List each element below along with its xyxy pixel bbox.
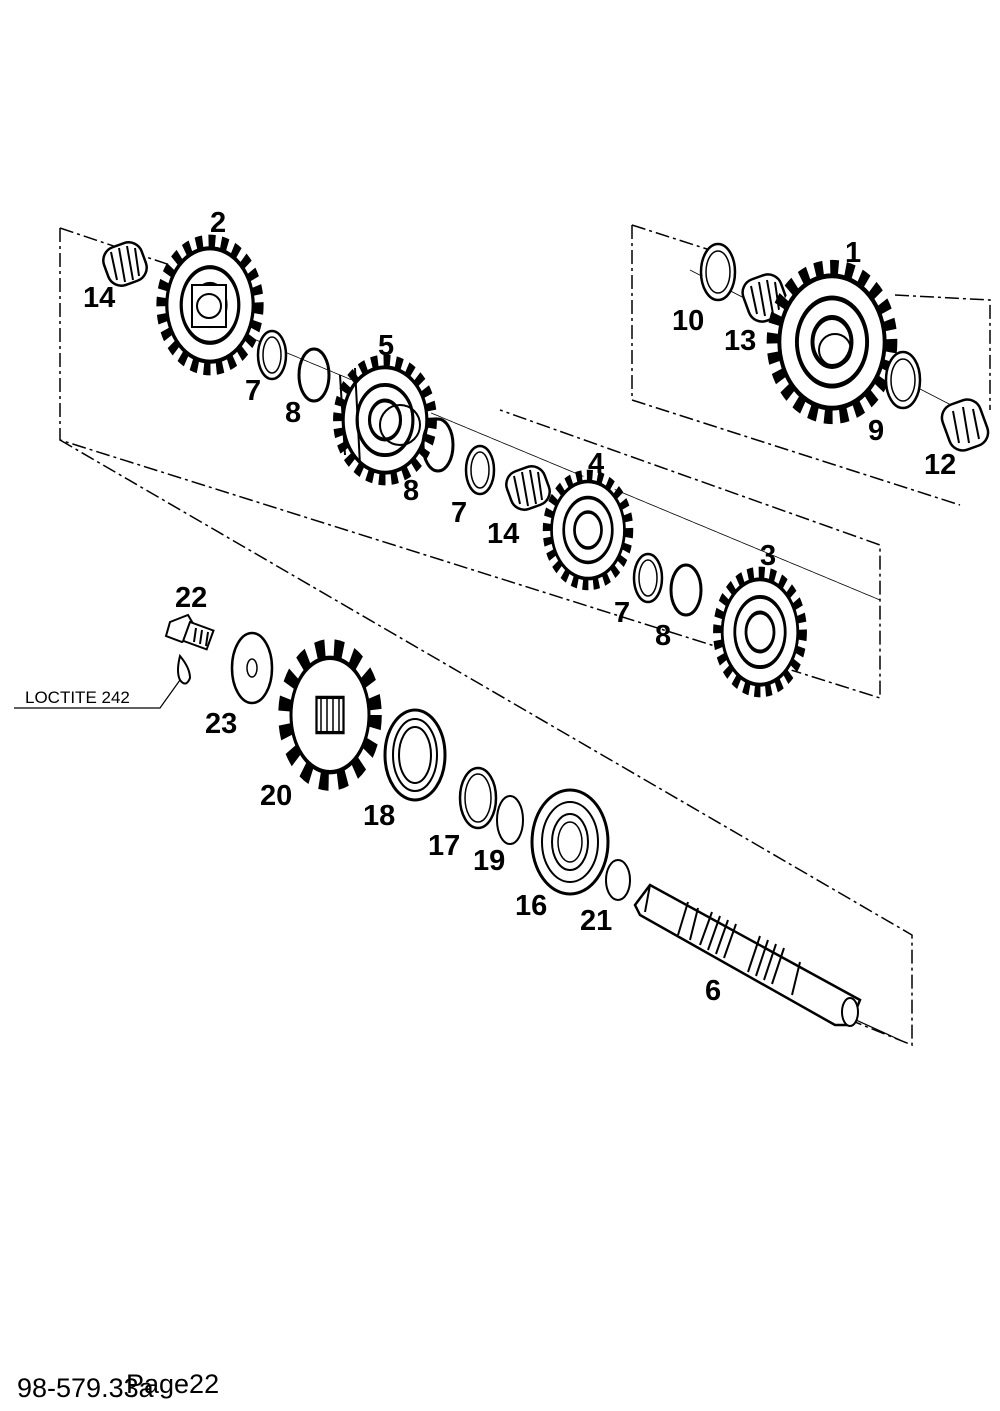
thrust-washer-7-c: [632, 552, 664, 604]
callout-18: 18: [363, 800, 395, 832]
callout-7-a: 7: [245, 375, 261, 407]
callout-7-b: 7: [451, 497, 467, 529]
callout-5: 5: [378, 330, 394, 362]
callout-1: 1: [845, 237, 861, 269]
callout-2: 2: [210, 207, 226, 239]
callout-12: 12: [924, 449, 956, 481]
callout-16: 16: [515, 890, 547, 922]
thrust-washer-7-a: [256, 329, 288, 381]
snap-ring-8-b: [421, 417, 455, 473]
gear-3: [718, 574, 802, 691]
callout-19: 19: [473, 845, 505, 877]
callout-3: 3: [760, 540, 776, 572]
gear-5-body: [339, 367, 421, 466]
page-label: Page22: [126, 1369, 219, 1399]
shaft-6: [633, 883, 862, 1027]
needle-bearing-12: [940, 398, 990, 452]
drawing-code: 98-579.33a: [17, 1373, 155, 1403]
ball-bearing-18: [383, 708, 447, 802]
gear-4: [548, 476, 629, 584]
washer-9: [884, 350, 922, 410]
callout-21: 21: [580, 905, 612, 937]
callout-8-b: 8: [403, 475, 419, 507]
o-ring-19: [496, 795, 524, 845]
note-loctite-242: LOCTITE 242: [25, 688, 130, 707]
snap-ring-8-c: [669, 563, 703, 617]
washer-10: [699, 242, 737, 302]
callout-13: 13: [724, 325, 756, 357]
callout-14-b: 14: [487, 518, 519, 550]
bolt-22: [164, 613, 215, 651]
gear-1-hub: [818, 333, 852, 367]
washer-23: [230, 631, 274, 705]
loctite-drop-icon: [177, 653, 192, 685]
callout-23: 23: [205, 708, 237, 740]
loctite-leader: [14, 679, 181, 709]
gear-5: [339, 362, 432, 479]
callout-7-c: 7: [614, 597, 630, 629]
gear-2-hub: [191, 284, 227, 328]
ball-bearing-16: [530, 788, 610, 896]
needle-bearing-13: [741, 273, 789, 323]
callout-17: 17: [428, 830, 460, 862]
callout-14-a: 14: [83, 282, 115, 314]
callout-6: 6: [705, 975, 721, 1007]
snap-ring-8-a: [297, 347, 331, 403]
callout-8-c: 8: [655, 620, 671, 652]
o-ring-21: [605, 859, 631, 901]
callout-20: 20: [260, 780, 292, 812]
callout-22: 22: [175, 582, 207, 614]
needle-bearing-14-lower: [505, 465, 551, 511]
callout-4: 4: [588, 448, 604, 480]
callout-8-a: 8: [285, 397, 301, 429]
assembly-frame-right: [631, 224, 991, 506]
callout-10: 10: [672, 305, 704, 337]
callout-9: 9: [868, 415, 884, 447]
gear-1: [774, 269, 891, 416]
sprocket-20: [278, 639, 382, 791]
needle-bearing-14-upper: [102, 241, 148, 287]
bushing-17: [458, 766, 498, 830]
thrust-washer-7-b: [464, 444, 496, 496]
